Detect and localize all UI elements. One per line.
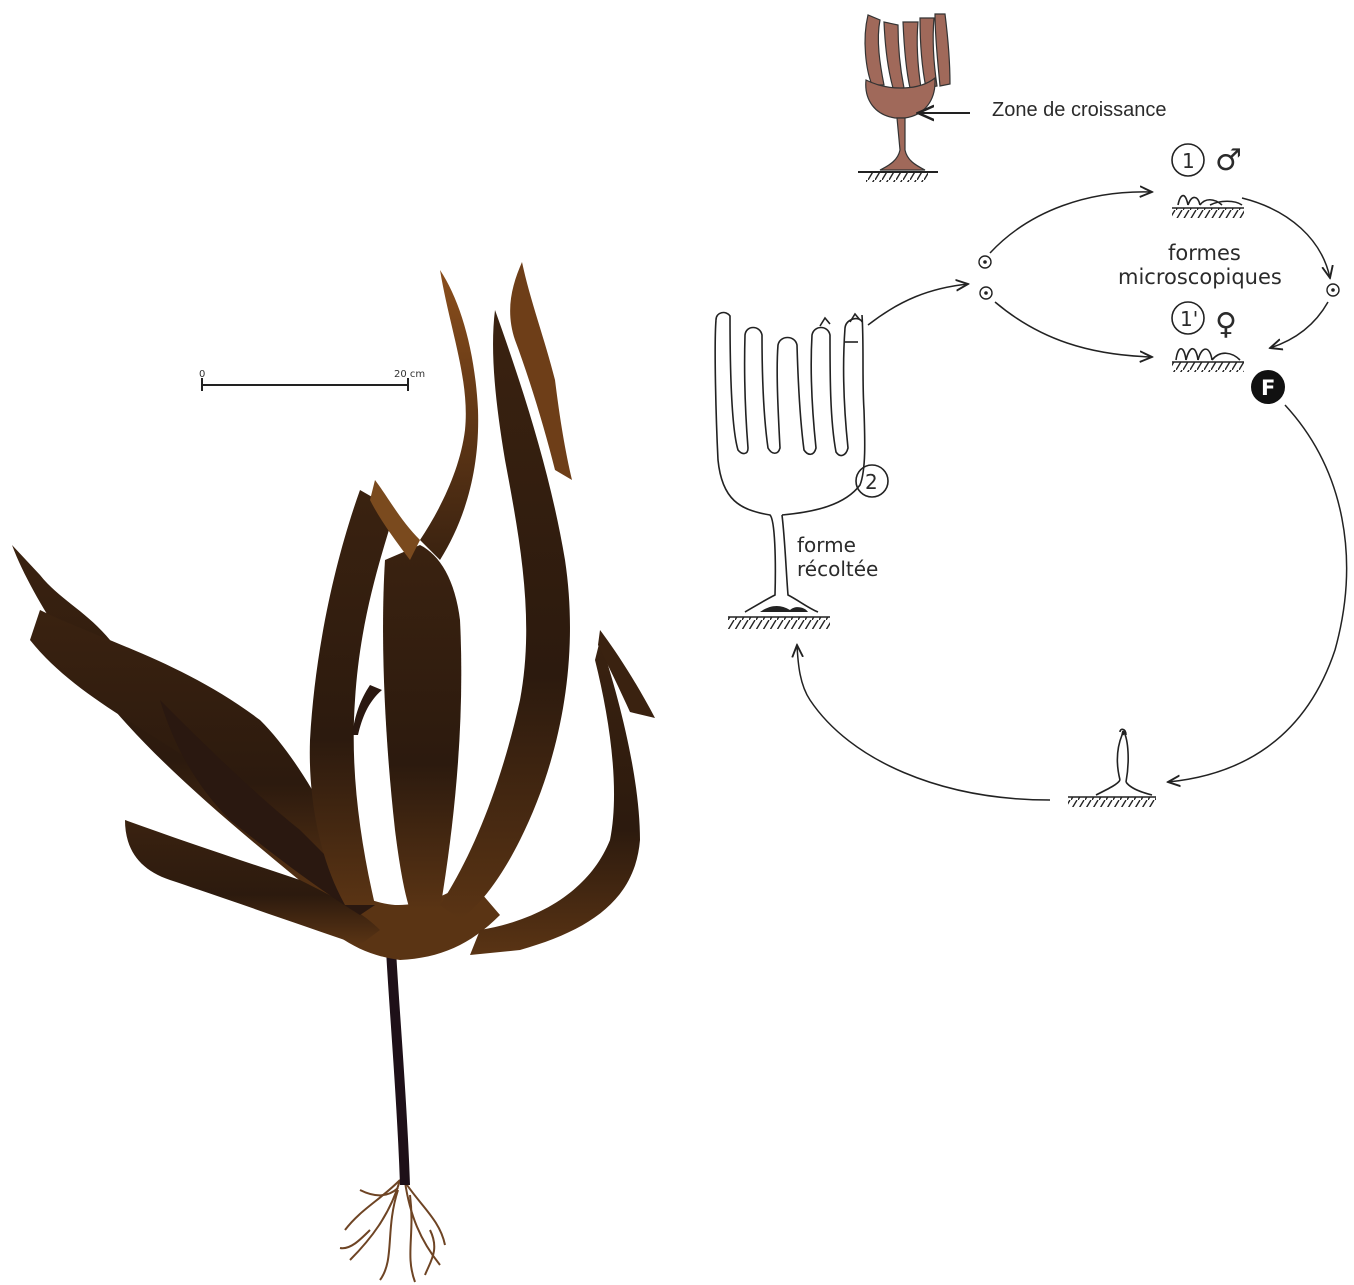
microscopic-label-line1: formes <box>1168 241 1241 265</box>
female-symbol: ♀ <box>1215 307 1237 342</box>
fertilization-letter: F <box>1261 376 1275 400</box>
stage-1b-number: 1' <box>1180 307 1198 331</box>
kelp-holdfast <box>340 1180 445 1282</box>
substrate-hatch <box>1068 797 1156 807</box>
kelp-specimen <box>12 262 655 1282</box>
stage-1b-badge: 1' <box>1172 302 1204 334</box>
growth-zone-icon <box>858 14 970 182</box>
arrow-young-to-adult <box>797 645 1050 800</box>
kelp-blade <box>310 490 395 905</box>
stage-1-badge: 1 <box>1172 144 1204 176</box>
kelp-stipe <box>386 950 410 1185</box>
growth-zone-label: Zone de croissance <box>992 99 1167 121</box>
fertilization-marker: F <box>1251 370 1285 404</box>
arrow-fertilization-to-young <box>1168 405 1347 782</box>
kelp-blade-fragment <box>352 685 382 735</box>
arrow-spore-to-female-right <box>1270 302 1328 348</box>
kelp-blade <box>383 545 461 910</box>
substrate-hatch <box>728 617 830 629</box>
kelp-blade-tip <box>420 270 478 560</box>
spore-icon <box>980 287 992 299</box>
arrow-spore-to-male <box>990 192 1152 253</box>
stage-2-number: 2 <box>865 470 878 494</box>
young-sporophyte <box>1068 729 1156 797</box>
harvested-label-line2: récoltée <box>797 557 878 581</box>
male-symbol: ♂ <box>1215 143 1242 178</box>
microscopic-label-line2: microscopiques <box>1118 265 1282 289</box>
substrate-hatch <box>1172 362 1244 372</box>
harvested-label-line1: forme <box>797 533 856 557</box>
male-gametophyte <box>1172 196 1244 208</box>
holdfast-blob <box>760 606 808 612</box>
spore-icon <box>1327 284 1339 296</box>
spore-icon <box>979 256 991 268</box>
female-gametophyte <box>1172 349 1244 362</box>
scale-end-label: 20 cm <box>394 369 425 380</box>
scale-bar: 0 20 cm <box>199 369 425 391</box>
scale-start-label: 0 <box>199 369 205 380</box>
stage-1-number: 1 <box>1182 149 1195 173</box>
arrow-sporophyte-to-spores <box>868 284 968 325</box>
arrow-spore-to-female <box>995 302 1152 357</box>
substrate-hatch <box>1172 208 1244 218</box>
